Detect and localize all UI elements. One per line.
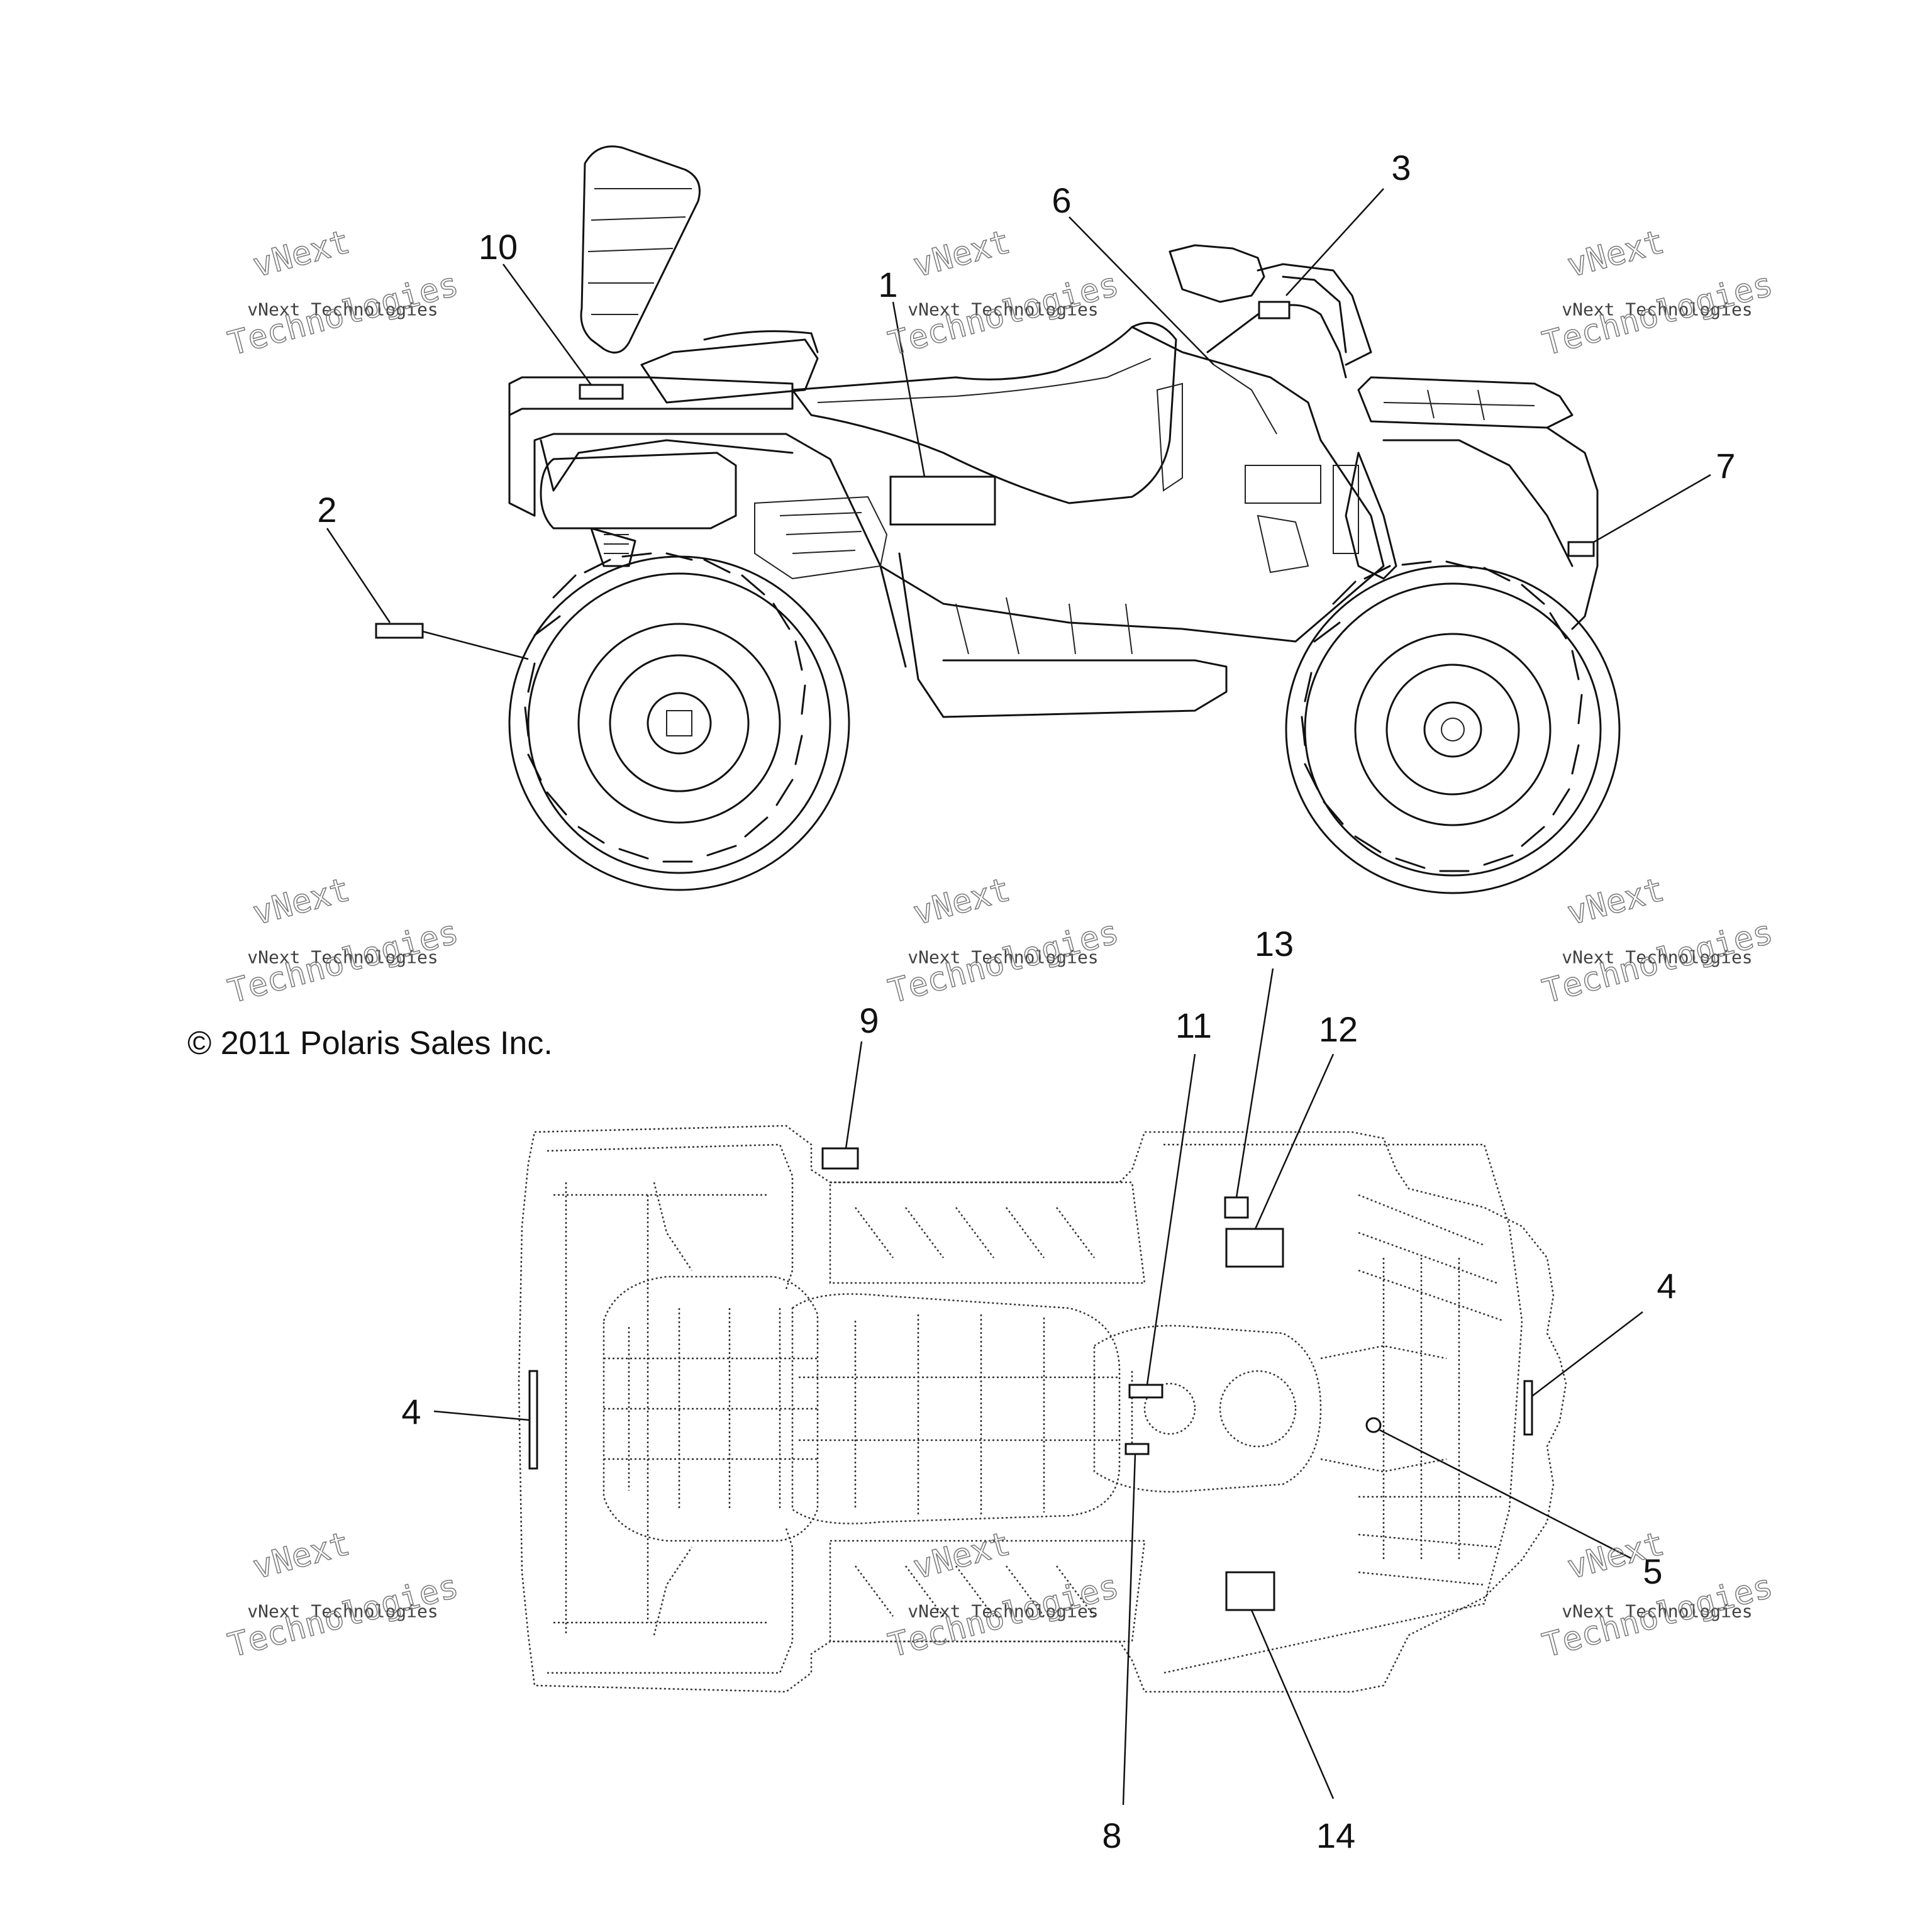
floorboard — [898, 552, 1228, 718]
decal-12 — [1225, 1228, 1284, 1268]
watermark-line2: vNext Technologies — [908, 1601, 1098, 1621]
decal-4-rear — [528, 1370, 538, 1470]
decal-7 — [1567, 541, 1595, 557]
watermark-line2: vNext Technologies — [908, 947, 1098, 967]
watermark-line1: vNext — [249, 1525, 354, 1587]
watermark-line2: vNext Technologies — [1562, 947, 1752, 967]
decal-5 — [1365, 1417, 1382, 1433]
callout-14: 14 — [1316, 1816, 1355, 1855]
watermark: vNext vNext Technologies Technologies — [884, 870, 1123, 1011]
decal-9 — [821, 1147, 859, 1170]
muffler — [540, 452, 737, 530]
callout-7: 7 — [1716, 446, 1735, 486]
callout-5: 5 — [1643, 1552, 1662, 1591]
rear-wheel — [508, 552, 850, 891]
top-seat — [602, 1275, 819, 1542]
watermark-line2: vNext Technologies — [908, 299, 1098, 319]
callout-6: 6 — [1052, 180, 1071, 220]
watermark-line1: vNext — [1563, 223, 1668, 285]
watermark-line1: vNext — [249, 871, 354, 933]
callout-10: 10 — [479, 227, 518, 267]
watermark-line2: vNext Technologies — [247, 947, 438, 967]
watermark-line2: vNext Technologies — [1562, 299, 1752, 319]
decal-2 — [375, 623, 424, 639]
callout-9: 9 — [859, 1001, 879, 1040]
decal-14 — [1225, 1571, 1275, 1611]
handlebar — [1169, 244, 1265, 303]
watermark-line2: vNext Technologies — [247, 299, 438, 319]
decals — [326, 188, 1711, 1806]
decal-10 — [579, 384, 624, 400]
watermark: vNext vNext Technologies Technologies — [224, 1524, 463, 1665]
decal-4-front — [1523, 1380, 1533, 1436]
decal-13 — [1224, 1196, 1249, 1219]
watermark: vNext vNext Technologies Technologies — [884, 223, 1123, 364]
callout-2: 2 — [317, 490, 336, 530]
watermark-line2: vNext Technologies — [1562, 1601, 1752, 1621]
callout-12: 12 — [1319, 1009, 1358, 1049]
front-wheel — [1285, 560, 1621, 894]
rear-rack — [508, 376, 794, 416]
callout-4-rear: 4 — [401, 1392, 421, 1431]
atv-top-view — [518, 1124, 1567, 1693]
callout-4-front: 4 — [1657, 1266, 1676, 1306]
watermark: vNext vNext Technologies Technologies — [224, 223, 463, 364]
watermark-line1: vNext — [249, 223, 354, 285]
decal-11 — [1128, 1384, 1163, 1399]
decal-8 — [1124, 1443, 1150, 1455]
atv-side-view — [508, 145, 1621, 894]
watermark-line1: vNext — [909, 223, 1014, 285]
callout-13: 13 — [1255, 924, 1294, 963]
watermark-line2: vNext Technologies — [247, 1601, 438, 1621]
callout-3: 3 — [1391, 148, 1411, 187]
front-rack — [1357, 376, 1574, 429]
callout-8: 8 — [1102, 1816, 1121, 1855]
passenger-backrest — [580, 145, 701, 354]
decal-3 — [1258, 301, 1291, 319]
front-body — [879, 326, 1385, 643]
callout-1: 1 — [878, 265, 897, 304]
decal-1 — [889, 475, 996, 526]
decal-6-leader — [1069, 216, 1214, 365]
watermark-line1: vNext — [909, 1525, 1014, 1587]
copyright-notice: © 2011 Polaris Sales Inc. — [187, 1025, 553, 1062]
watermark-line1: vNext — [909, 871, 1014, 933]
callout-11: 11 — [1175, 1006, 1212, 1045]
watermark: vNext vNext Technologies Technologies — [884, 1524, 1123, 1665]
main-seat — [791, 321, 1177, 504]
watermark: vNext vNext Technologies Technologies — [224, 870, 463, 1011]
watermark: vNext vNext Technologies Technologies — [1538, 870, 1777, 1011]
top-body-outline — [518, 1124, 1567, 1693]
callout-numbers: 1 2 3 6 7 10 13 9 11 12 4 4 5 8 14 — [317, 148, 1735, 1855]
watermark-line1: vNext — [1563, 871, 1668, 933]
watermark: vNext vNext Technologies Technologies — [1538, 223, 1777, 364]
watermarks: vNext vNext Technologies Technologies vN… — [224, 223, 1777, 1665]
